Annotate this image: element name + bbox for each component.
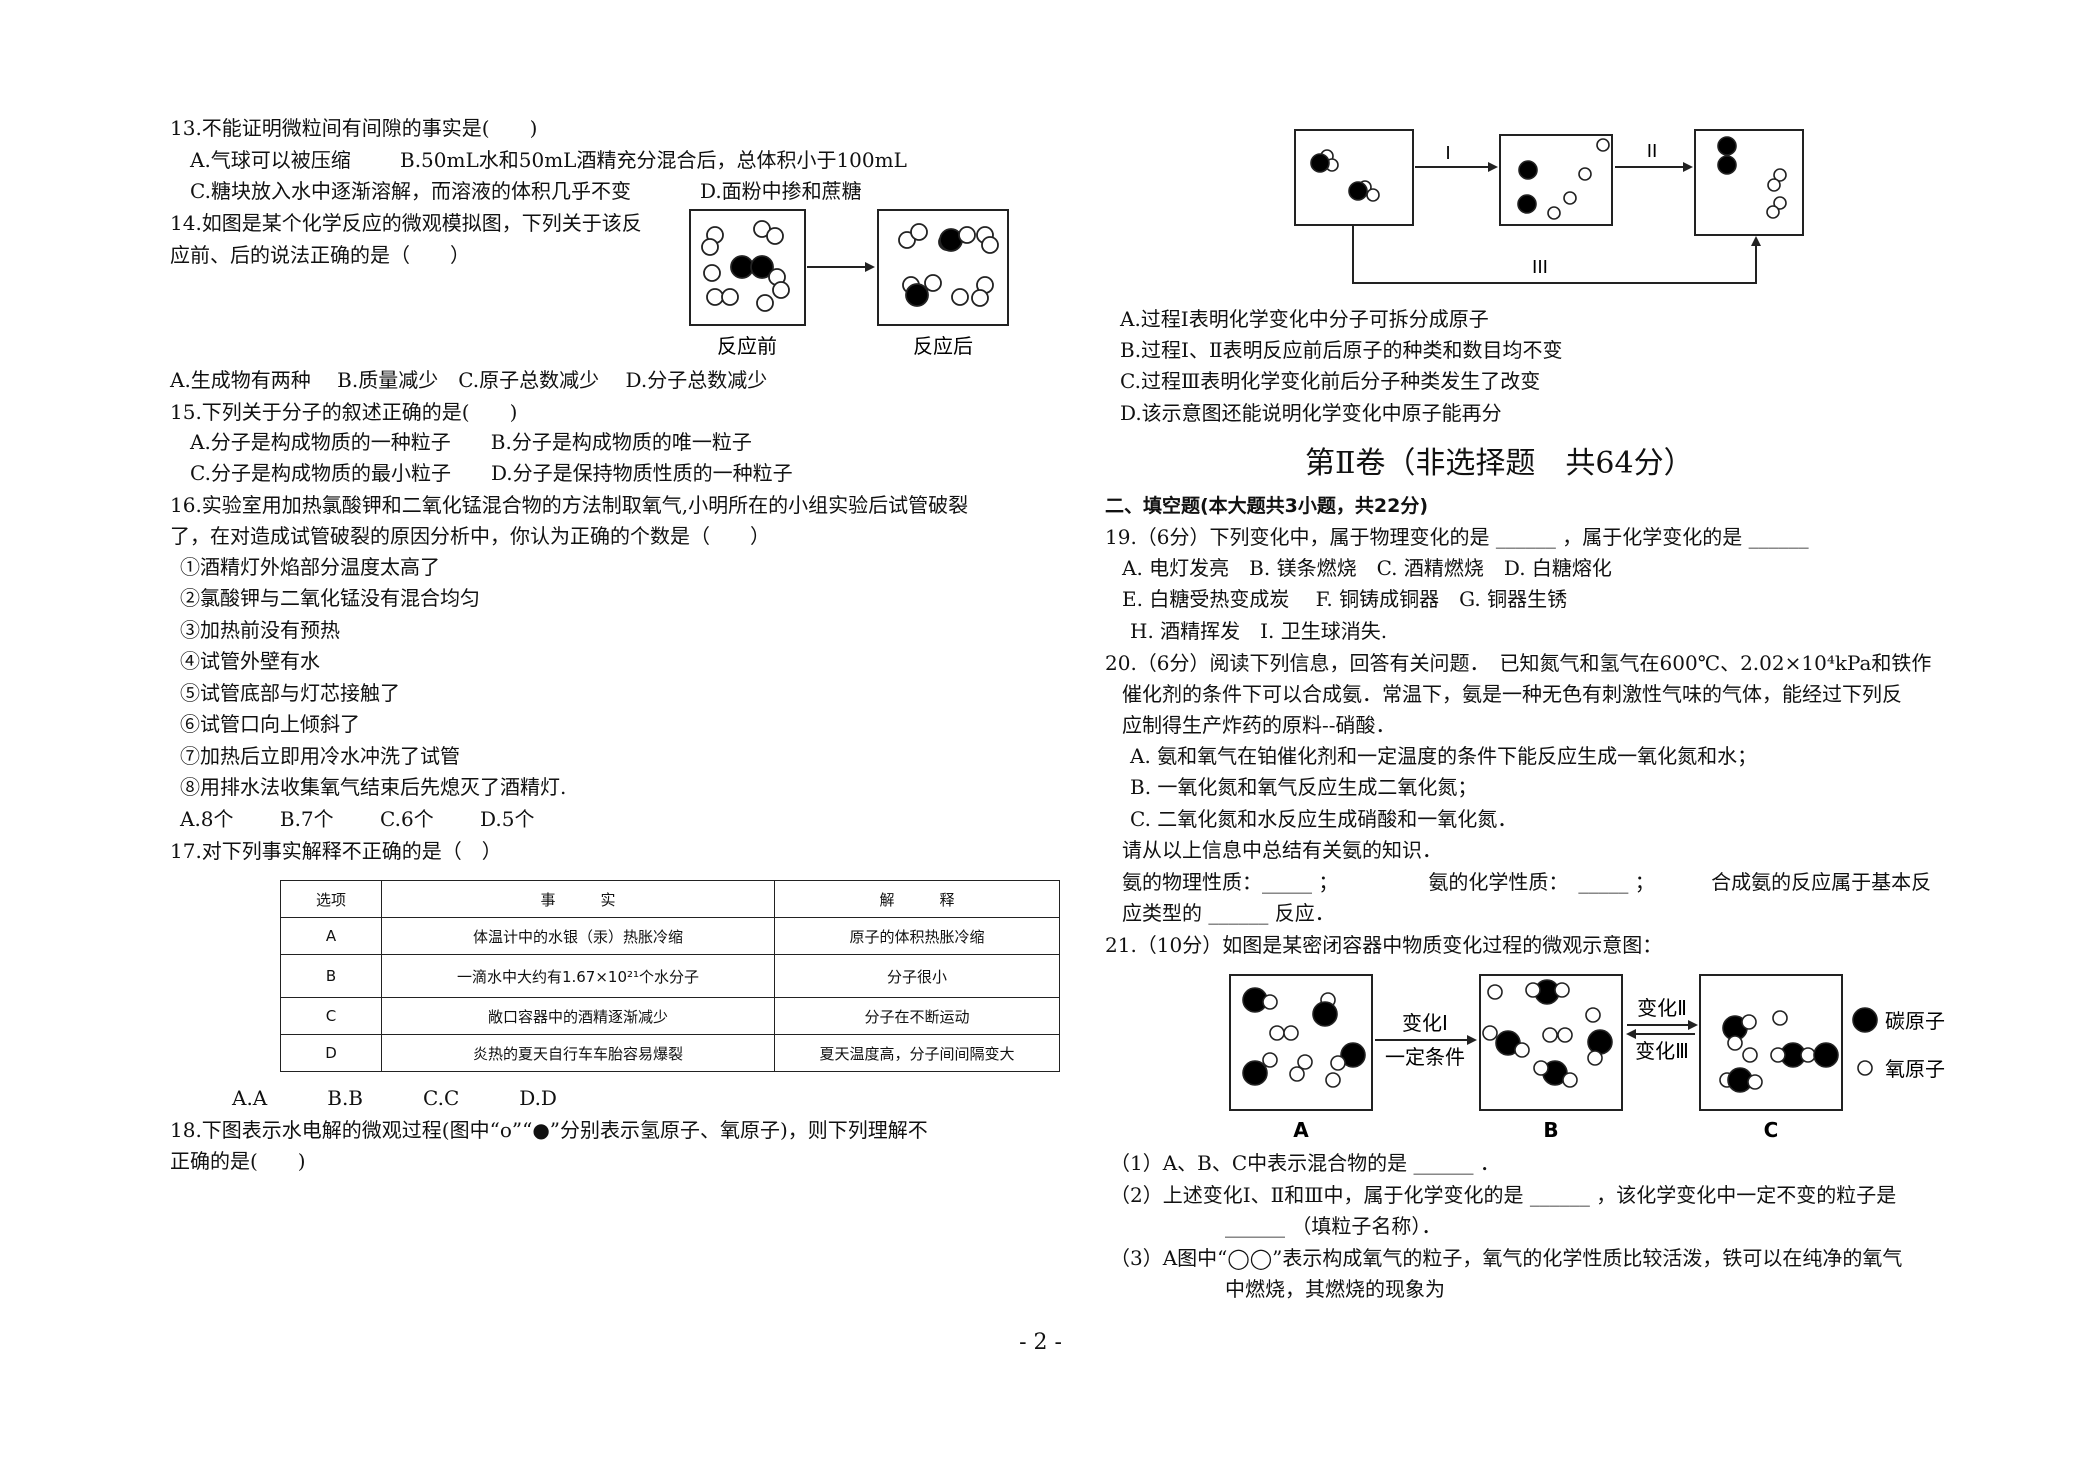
q21-change2-label: 变化Ⅱ (1637, 996, 1687, 1020)
q18-option-d: D.该示意图还能说明化学变化中原子能再分 (1120, 401, 1502, 425)
q21-legend-carbon: 碳原子 (1885, 1009, 1945, 1033)
q18-stem-line2: 正确的是( ) (170, 1149, 306, 1173)
q18-process-2-label: II (1647, 141, 1658, 162)
q14-label-after: 反应后 (913, 334, 973, 358)
q15-stem: 15.下列关于分子的叙述正确的是( ) (170, 400, 518, 424)
table-row: D 炎热的夏天自行车车胎容易爆裂 夏天温度高，分子间间隔变大 (280, 1034, 1060, 1072)
q21-part3-line2: 中燃烧，其燃烧的现象为 (1225, 1277, 1445, 1301)
q18-process-1-label: I (1445, 143, 1450, 164)
q16-item: ⑤试管底部与灯芯接触了 (180, 681, 400, 705)
q21-part3-line1: （3）A图中“◯◯”表示构成氧气的粒子，氧气的化学性质比较活泼，铁可以在纯净的氧… (1110, 1246, 1903, 1270)
table-cell: 炎热的夏天自行车车胎容易爆裂 (381, 1034, 775, 1072)
table-cell: 体温计中的水银（汞）热胀冷缩 (381, 917, 775, 955)
table-header-cell: 解 释 (774, 880, 1060, 918)
q15-options-ab: A.分子是构成物质的一种粒子 B.分子是构成物质的唯一粒子 (190, 430, 752, 454)
q19-row2: E. 白糖受热变成炭 F. 铜铸成铜器 G. 铜器生锈 (1122, 587, 1568, 611)
q13-option-b: B.50mL水和50mL酒精充分混合后，总体积小于100mL (400, 148, 907, 172)
section2-heading: 二、填空题(本大题共3小题，共22分) (1105, 495, 1429, 517)
q21-stem: 21.（10分）如图是某密闭容器中物质变化过程的微观示意图： (1105, 933, 1663, 957)
q16-item: ①酒精灯外焰部分温度太高了 (180, 555, 440, 579)
q16-item: ⑥试管口向上倾斜了 (180, 712, 360, 736)
table-cell: B (280, 954, 382, 998)
table-header-cell: 事 实 (381, 880, 775, 918)
table-header-row: 选项 事 实 解 释 (280, 880, 1060, 918)
table-cell: 夏天温度高，分子间间隔变大 (774, 1034, 1060, 1072)
q14-options: A.生成物有两种 B.质量减少 C.原子总数减少 D.分子总数减少 (170, 368, 768, 392)
q16-stem-line2: 了，在对造成试管破裂的原因分析中，你认为正确的个数是（ ） (170, 524, 770, 548)
table-cell: 原子的体积热胀冷缩 (774, 917, 1060, 955)
q17-table: 选项 事 实 解 释 A 体温计中的水银（汞）热胀冷缩 原子的体积热胀冷缩 B … (280, 880, 1060, 1072)
q16-item: ③加热前没有预热 (180, 618, 340, 642)
q18-electrolysis-figure: I II III (1294, 129, 1804, 284)
table-header-cell: 选项 (280, 880, 382, 918)
q18-option-b: B.过程Ⅰ、Ⅱ表明反应前后原子的种类和数目均不变 (1120, 338, 1563, 362)
q20-fill1: 氨的物理性质：_____ ； 氨的化学性质： _____ ； 合成氨的反应属于基… (1122, 870, 1932, 894)
q17-options: A.A B.B C.C D.D (232, 1086, 557, 1110)
q21-figure: 变化Ⅰ 一定条件 变化Ⅱ 变化Ⅲ 碳原子 氧原子 A B C (1229, 974, 1945, 1142)
q19-row3: H. 酒精挥发 I. 卫生球消失. (1130, 619, 1388, 643)
q20-summary: 请从以上信息中总结有关氨的知识． (1122, 838, 1442, 862)
q21-change3-label: 变化Ⅲ (1635, 1039, 1689, 1063)
q21-part2-line2: ______ （填粒子名称）． (1225, 1214, 1442, 1238)
q14-reaction-figure: 反应前 反应后 (689, 209, 1009, 358)
q21-change1-label: 变化Ⅰ (1402, 1011, 1448, 1035)
q19-row1: A. 电灯发亮 B. 镁条燃烧 C. 酒精燃烧 D. 白糖熔化 (1122, 556, 1612, 580)
q16-stem-line1: 16.实验室用加热氯酸钾和二氧化锰混合物的方法制取氧气,小明所在的小组实验后试管… (170, 493, 969, 517)
q20-line1: 20.（6分）阅读下列信息，回答有关问题． 已知氮气和氢气在600℃、2.02×… (1105, 651, 1932, 675)
q21-legend-oxygen: 氧原子 (1885, 1057, 1945, 1081)
q19-stem: 19.（6分）下列变化中，属于物理变化的是 ______ ，属于化学变化的是 _… (1105, 525, 1809, 549)
q16-item: ④试管外壁有水 (180, 649, 320, 673)
table-cell: A (280, 917, 382, 955)
q14-stem-line2: 应前、后的说法正确的是（ ） (170, 243, 470, 267)
q18-option-c: C.过程Ⅲ表明化学变化前后分子种类发生了改变 (1120, 369, 1541, 393)
q21-part1: （1）A、B、C中表示混合物的是 ______ ． (1110, 1151, 1500, 1175)
q13-stem: 13.不能证明微粒间有间隙的事实是( ) (170, 116, 538, 140)
q13-option-d: D.面粉中掺和蔗糖 (700, 179, 862, 203)
q21-label-a: A (1293, 1118, 1309, 1142)
q20-info-a: A. 氨和氧气在铂催化剂和一定温度的条件下能反应生成一氧化氮和水； (1130, 744, 1758, 768)
page-number: - 2 - (1019, 1330, 1062, 1355)
table-cell: 分子很小 (774, 954, 1060, 998)
q20-line2: 催化剂的条件下可以合成氨．常温下，氨是一种无色有刺激性气味的气体，能经过下列反 (1122, 682, 1902, 706)
q20-info-c: C. 二氧化氮和水反应生成硝酸和一氧化氮． (1130, 807, 1518, 831)
q17-stem: 17.对下列事实解释不正确的是（ ） (170, 839, 502, 863)
q20-line3: 应制得生产炸药的原料--硝酸． (1122, 713, 1396, 737)
table-cell: C (280, 997, 382, 1035)
table-cell: 一滴水中大约有1.67×10²¹个水分子 (381, 954, 775, 998)
table-cell: D (280, 1034, 382, 1072)
q14-label-before: 反应前 (717, 334, 777, 358)
q18-stem-line1: 18.下图表示水电解的微观过程(图中“o”“●”分别表示氢原子、氧原子)，则下列… (170, 1118, 928, 1142)
q21-condition-label: 一定条件 (1385, 1045, 1465, 1069)
q18-option-a: A.过程I表明化学变化中分子可拆分成原子 (1120, 307, 1489, 331)
table-cell: 分子在不断运动 (774, 997, 1060, 1035)
q16-item: ②氯酸钾与二氧化锰没有混合均匀 (180, 586, 480, 610)
q16-item: ⑦加热后立即用冷水冲洗了试管 (180, 744, 460, 768)
table-row: B 一滴水中大约有1.67×10²¹个水分子 分子很小 (280, 954, 1060, 998)
part2-title: 第Ⅱ卷（非选择题 共64分） (1305, 446, 1694, 481)
q16-options: A.8个 B.7个 C.6个 D.5个 (180, 807, 535, 831)
q13-option-c: C.糖块放入水中逐渐溶解，而溶液的体积几乎不变 (190, 179, 631, 203)
q13-option-a: A.气球可以被压缩 (190, 148, 351, 172)
q14-stem-line1: 14.如图是某个化学反应的微观模拟图，下列关于该反 (170, 211, 642, 235)
q15-options-cd: C.分子是构成物质的最小粒子 D.分子是保持物质性质的一种粒子 (190, 461, 793, 485)
table-row: A 体温计中的水银（汞）热胀冷缩 原子的体积热胀冷缩 (280, 917, 1060, 955)
q20-fill2: 应类型的 ______ 反应． (1122, 901, 1335, 925)
table-row: C 敞口容器中的酒精逐渐减少 分子在不断运动 (280, 997, 1060, 1035)
q21-label-c: C (1764, 1118, 1779, 1142)
q21-part2-line1: （2）上述变化Ⅰ、Ⅱ和Ⅲ中，属于化学变化的是 ______ ，该化学变化中一定不… (1110, 1183, 1897, 1207)
table-cell: 敞口容器中的酒精逐渐减少 (381, 997, 775, 1035)
q20-info-b: B. 一氧化氮和氧气反应生成二氧化氮； (1130, 775, 1478, 799)
q16-item: ⑧用排水法收集氧气结束后先熄灭了酒精灯. (180, 775, 567, 799)
q21-label-b: B (1543, 1118, 1558, 1142)
q18-process-3-label: III (1532, 257, 1548, 278)
